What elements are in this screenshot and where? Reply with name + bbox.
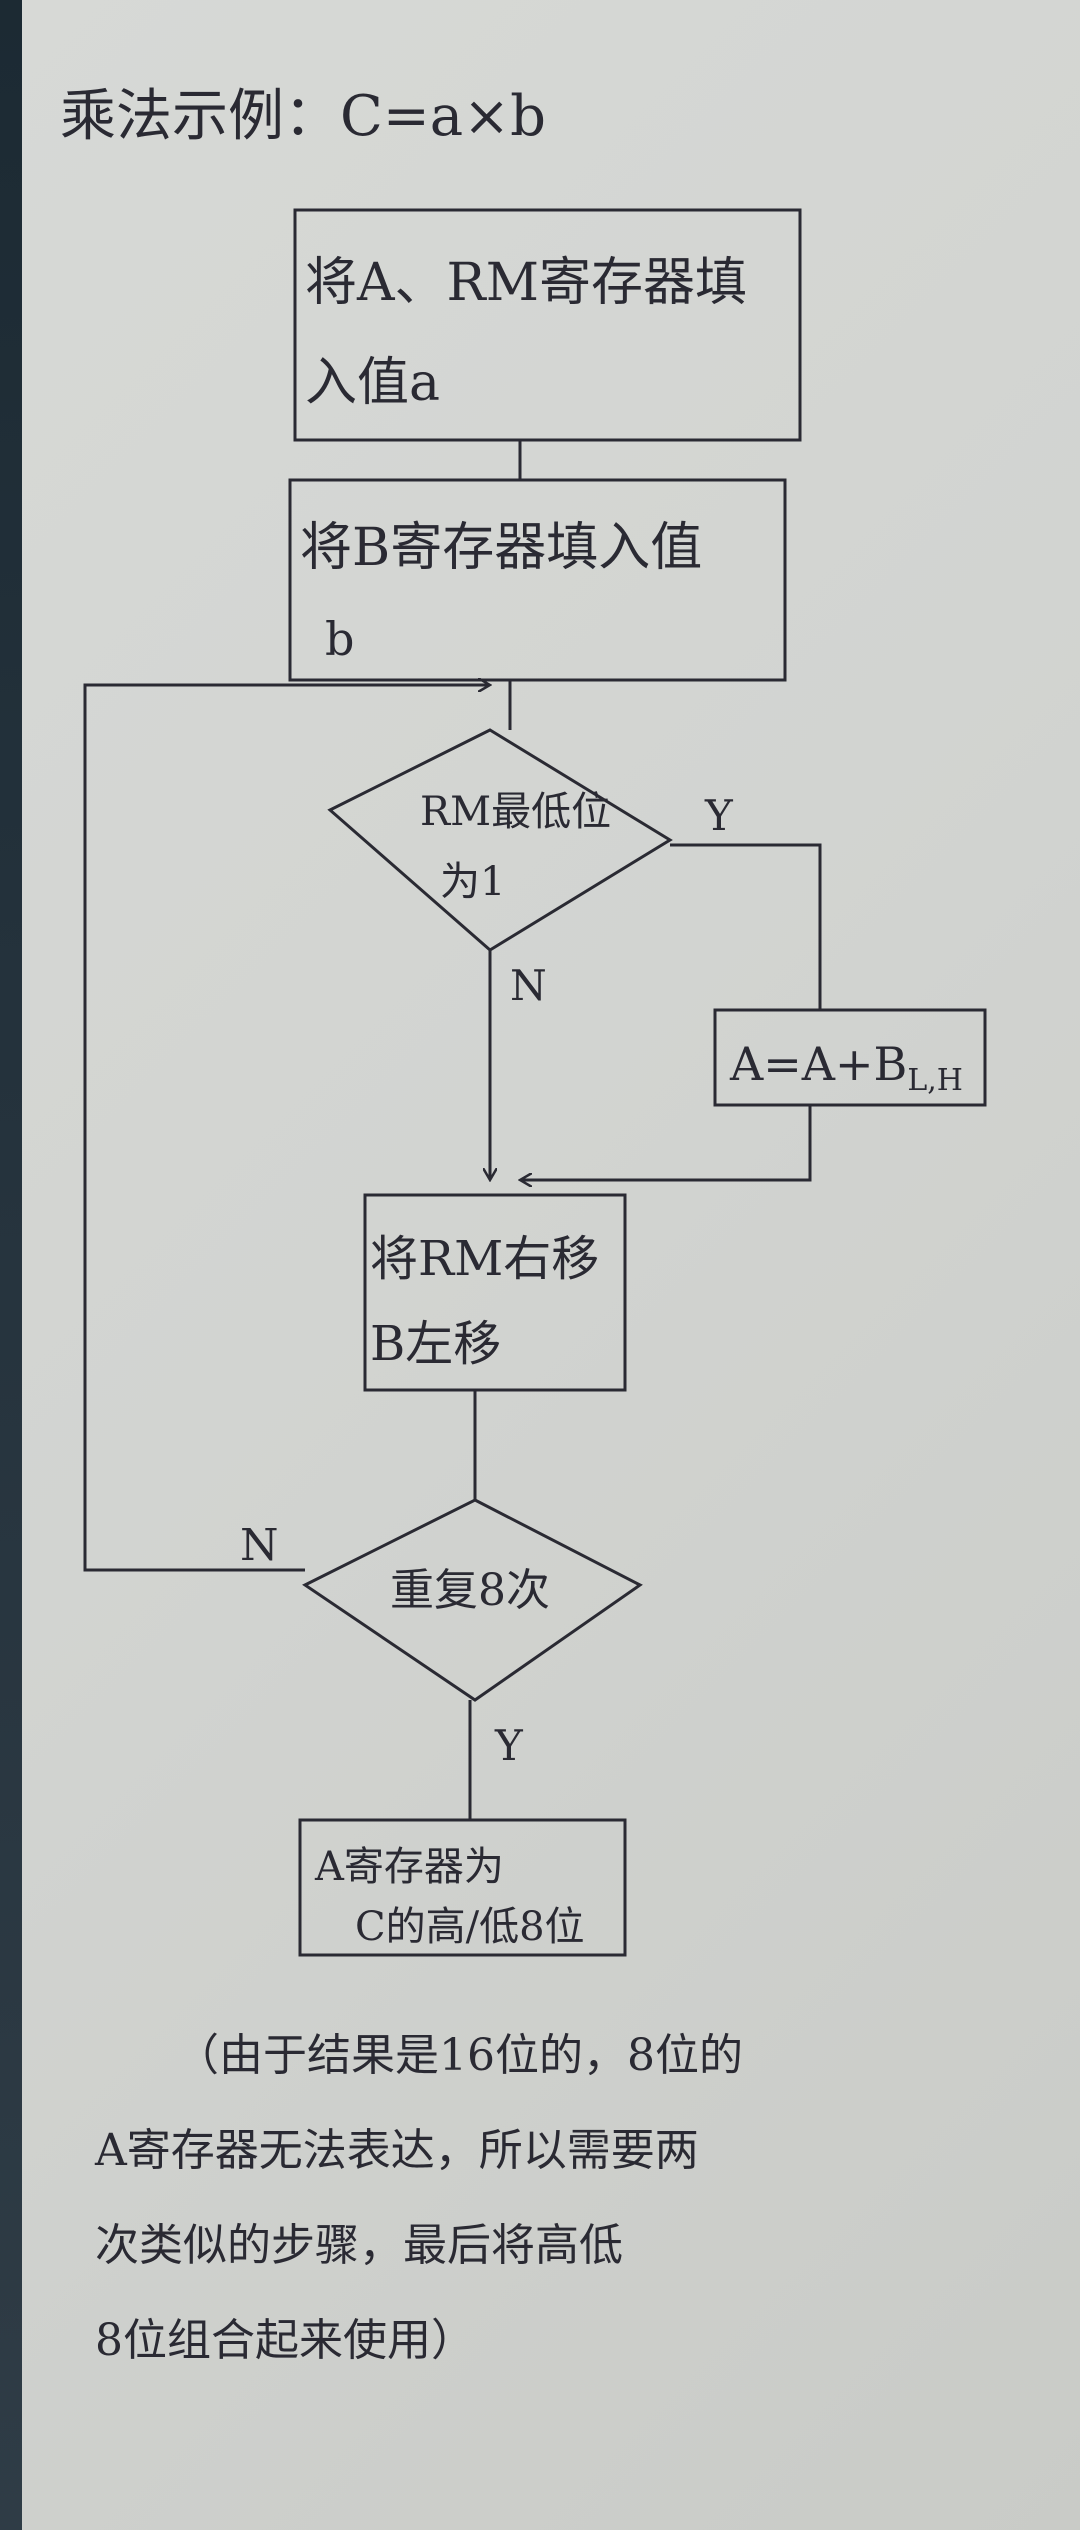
add-formula-sub: L,H — [907, 1063, 963, 1098]
background-edge — [0, 0, 22, 2530]
step3-line1: 将RM右移 — [370, 1231, 599, 1287]
decision1-yes-line — [670, 843, 822, 1010]
page-title: 乘法示例：C=a×b — [60, 84, 546, 149]
add-merge-line — [520, 1105, 812, 1180]
step1-line2: 入值a — [305, 353, 440, 413]
decision2-yes-label: Y — [494, 1721, 524, 1770]
loop-back-line — [83, 685, 490, 1572]
step2-line2: b — [325, 612, 354, 666]
note-line-3: 次类似的步骤，最后将高低 — [95, 2220, 623, 2271]
step2-line1: 将B寄存器填入值 — [300, 518, 702, 578]
step1-box — [293, 208, 802, 442]
decision1-line2: 为1 — [440, 859, 505, 905]
decision2-diamond — [302, 1498, 643, 1702]
decision2-no-label: N — [240, 1520, 279, 1571]
add-formula: A=A+BL,H — [729, 1037, 963, 1098]
step2-box — [288, 478, 787, 682]
paper-sheet — [22, 0, 1080, 2530]
result-line1: A寄存器为 — [314, 1844, 504, 1890]
decision2-label: 重复8次 — [390, 1565, 550, 1616]
step1-line1: 将A、RM寄存器填 — [305, 253, 747, 313]
decision1-diamond — [327, 728, 673, 952]
note-line-2: A寄存器无法表达，所以需要两 — [94, 2125, 699, 2176]
note-line-1: （由于结果是16位的，8位的 — [175, 2030, 743, 2081]
step3-line2: B左移 — [370, 1316, 501, 1372]
add-formula-main: A=A+B — [729, 1037, 907, 1091]
decision1-no-label: N — [510, 961, 547, 1010]
result-line2: C的高/低8位 — [355, 1904, 585, 1950]
step3-box — [363, 1193, 627, 1392]
decision1-yes-label: Y — [704, 791, 734, 840]
result-box — [298, 1818, 627, 1957]
add-box — [713, 1008, 987, 1107]
decision1-line1: RM最低位 — [420, 789, 611, 835]
note-line-4: 8位组合起来使用） — [95, 2315, 475, 2366]
